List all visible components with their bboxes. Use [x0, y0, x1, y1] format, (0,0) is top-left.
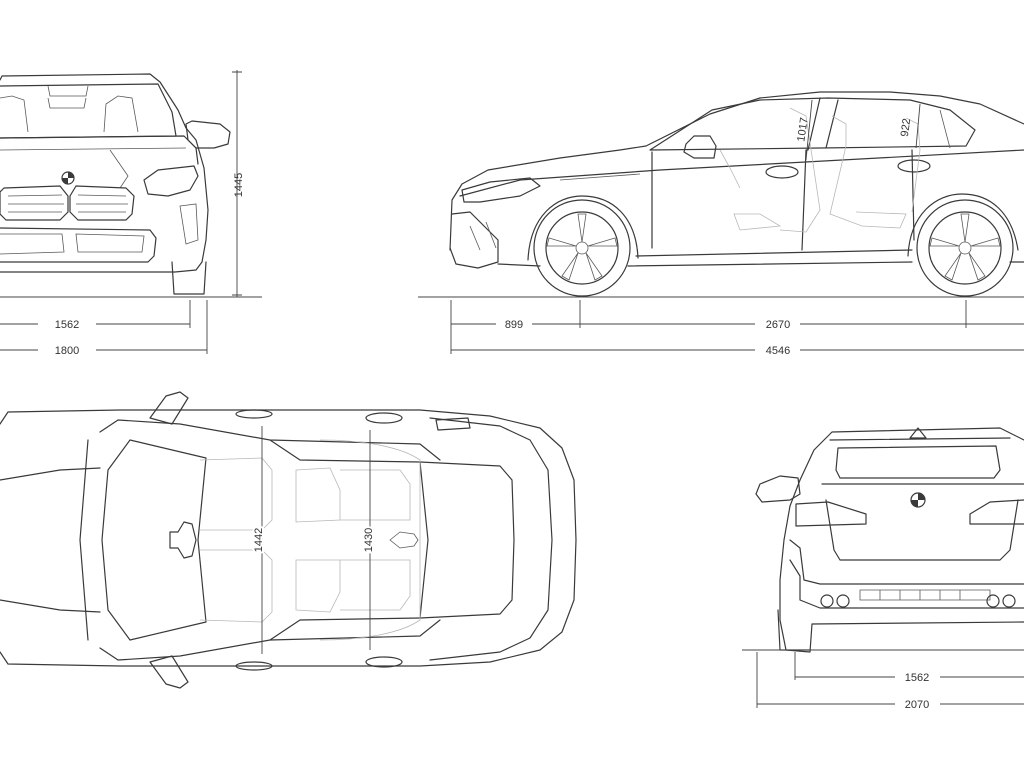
- rear-body-outline: [799, 427, 1024, 481]
- front-shoulder-label: 1442: [253, 528, 265, 552]
- wheelbase-label: 2670: [766, 319, 790, 331]
- kidney-grille-left: [0, 185, 69, 221]
- side-view-dimensions: 899 2670 4546: [418, 296, 1024, 357]
- top-view: 1442 1430: [0, 391, 577, 689]
- front-width-label: 1800: [55, 345, 79, 357]
- front-mirror: [185, 120, 231, 149]
- rear-exhaust-right: [986, 594, 1016, 608]
- top-windshield: [419, 461, 515, 619]
- front-windshield: [0, 83, 177, 139]
- five-spoke-wheel-icon: [546, 213, 618, 281]
- front-track-label: 1562: [55, 319, 79, 331]
- top-rear-window: [101, 439, 207, 641]
- front-height-label: 1445: [233, 173, 245, 197]
- rear-window: [835, 445, 1001, 479]
- rear-bmw-roundel-icon: [910, 492, 926, 508]
- side-mirror: [683, 135, 717, 159]
- length-label: 4546: [766, 345, 790, 357]
- bmw-roundel-icon: [61, 171, 75, 185]
- rear-shoulder-label: 1430: [363, 528, 375, 552]
- front-view: [0, 73, 231, 295]
- rear-track-label: 1562: [905, 672, 929, 684]
- rear-taillight-right: [969, 499, 1024, 525]
- top-mirror-lower: [149, 655, 189, 689]
- front-wheel: [533, 199, 631, 297]
- front-view-dimensions: 1445 1562 1800: [0, 70, 262, 357]
- top-body-outline: [0, 409, 577, 667]
- front-headlight: [143, 165, 199, 197]
- rear-headroom-label: 922: [899, 118, 913, 138]
- rear-taillight-left: [795, 501, 867, 527]
- side-body-outline: [449, 91, 1024, 251]
- side-window-frame: [649, 97, 976, 151]
- front-headroom-label: 1017: [795, 117, 810, 143]
- side-view: 1017 922: [449, 91, 1024, 297]
- top-mirror-upper: [149, 391, 189, 425]
- side-headlight: [461, 177, 541, 203]
- rear-exhaust-left: [820, 594, 850, 608]
- kidney-grille-right: [69, 185, 135, 221]
- width-with-mirrors-label: 2070: [905, 699, 929, 711]
- front-overhang-label: 899: [505, 319, 523, 331]
- front-body-outline: [0, 73, 209, 273]
- rear-mirror: [755, 475, 801, 503]
- rear-view: [755, 427, 1024, 653]
- rear-wheel: [916, 199, 1014, 297]
- rear-view-dimensions: 1562 2070: [742, 649, 1024, 711]
